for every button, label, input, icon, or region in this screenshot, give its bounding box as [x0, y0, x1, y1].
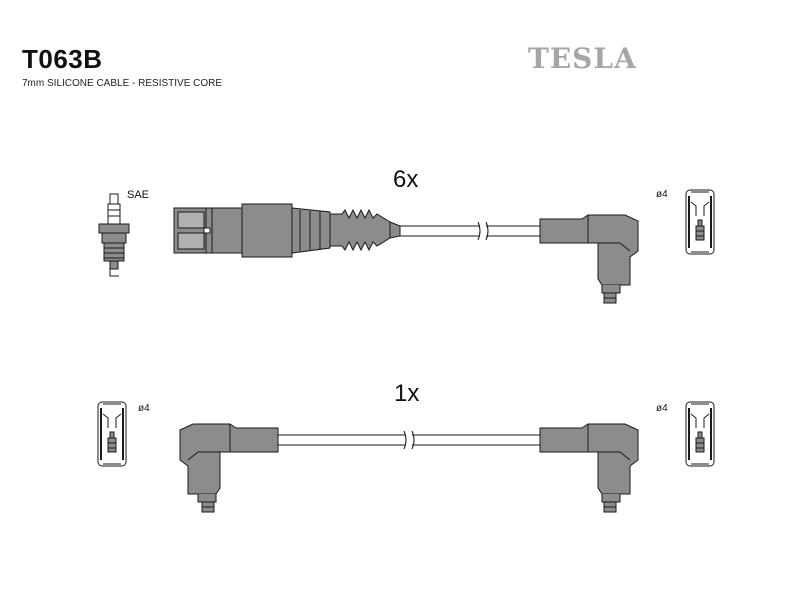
terminal-diameter-bottom-left: ø4 [138, 403, 150, 414]
terminal-clip-icon [97, 401, 127, 467]
spark-plug-icon [98, 193, 130, 277]
angled-boot-icon [539, 423, 639, 513]
terminal-clip-icon [685, 189, 715, 255]
cable-bottom [278, 430, 540, 450]
quantity-label-top: 6x [393, 166, 419, 193]
angled-boot-icon [539, 214, 639, 304]
brand-logo: TESLA [528, 42, 637, 75]
angled-boot-icon [179, 423, 279, 513]
terminal-diameter-bottom-right: ø4 [656, 403, 668, 414]
quantity-label-bottom: 1x [394, 380, 420, 407]
cable-description: 7mm SILICONE CABLE - RESISTIVE CORE [22, 78, 223, 89]
cable-top [400, 221, 540, 241]
spark-plug-label: SAE [127, 189, 150, 201]
terminal-clip-icon [685, 401, 715, 467]
terminal-diameter-top-right: ø4 [656, 189, 668, 200]
part-code: T063B [22, 44, 103, 74]
straight-boot-icon [173, 203, 401, 258]
